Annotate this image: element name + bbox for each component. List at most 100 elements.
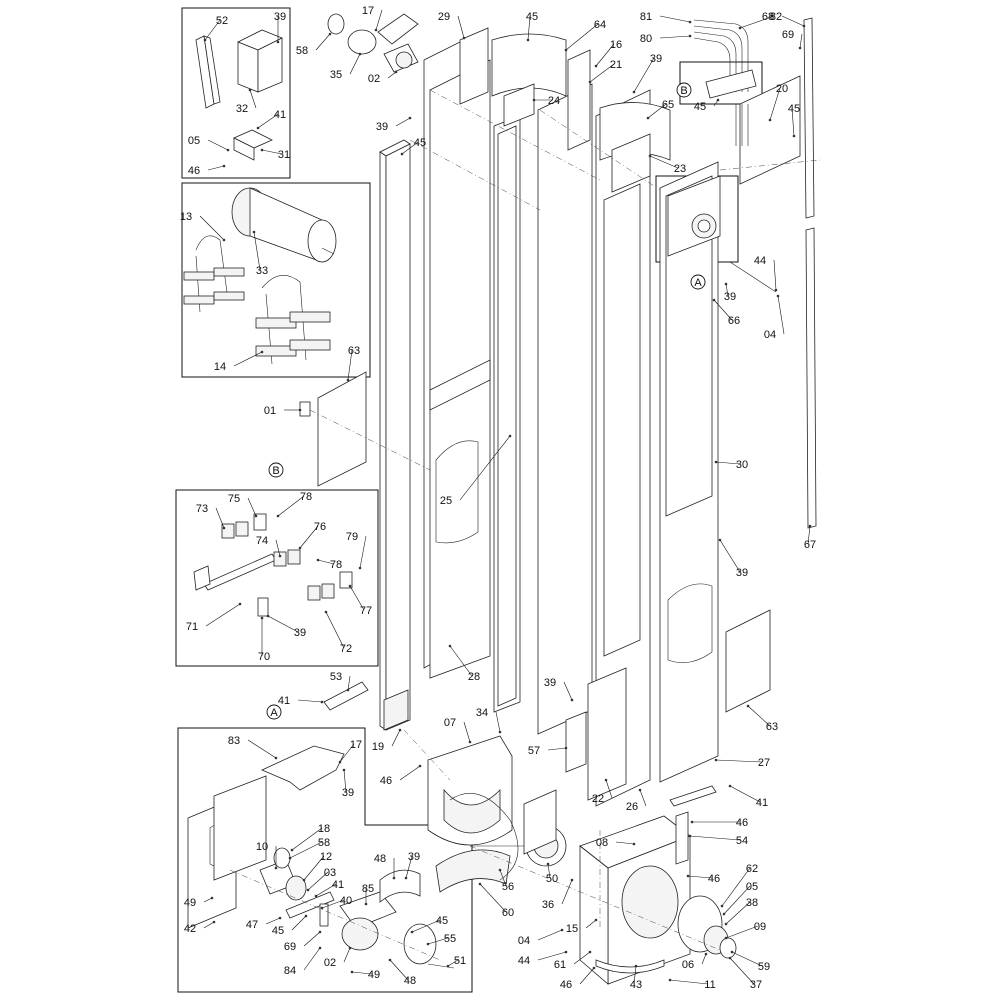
callout-leader-16	[595, 43, 615, 67]
callout-leader-46	[687, 875, 713, 879]
callout-leader-78	[277, 495, 305, 517]
callout-leader-72	[325, 611, 345, 649]
inset-a-mechanism-part	[667, 175, 721, 257]
callout-label-46: 46	[560, 979, 572, 991]
callout-label-02: 02	[368, 73, 380, 85]
callout-leader-75	[247, 497, 257, 517]
rail-67-part	[805, 227, 817, 529]
callout-label-39: 39	[724, 291, 736, 303]
callout-label-62: 62	[746, 863, 758, 875]
callout-leader-84	[303, 947, 321, 971]
enclosure-32-part	[237, 29, 283, 93]
callout-leader-45	[291, 915, 307, 931]
panel-22-part	[587, 667, 627, 801]
callout-dot-54	[688, 834, 692, 838]
callout-dot-17	[338, 760, 342, 764]
detail-marker-circle-A	[690, 274, 706, 290]
housing-85-part	[339, 891, 397, 951]
callout-dot-16	[594, 64, 598, 68]
callout-label-65: 65	[662, 99, 674, 111]
callout-leader-55	[427, 937, 449, 945]
callout-label-31: 31	[278, 149, 290, 161]
callout-label-51: 51	[454, 955, 466, 967]
callout-leader-73	[215, 507, 225, 529]
callout-label-79: 79	[346, 531, 358, 543]
callout-leader-63	[347, 349, 353, 381]
callout-label-71: 71	[186, 621, 198, 633]
callout-dot-41	[314, 894, 318, 898]
callout-label-63: 63	[348, 345, 360, 357]
callout-dot-66	[712, 298, 716, 302]
callout-dot-04	[776, 294, 780, 298]
callout-dot-44	[564, 950, 568, 954]
callout-dot-42	[212, 920, 216, 924]
callout-leader-21	[589, 63, 615, 83]
callout-leader-17	[339, 743, 355, 763]
callout-leader-39	[719, 539, 741, 573]
detail-box-chain	[181, 182, 371, 378]
callout-dot-31	[260, 148, 264, 152]
callout-leader-06	[701, 953, 707, 965]
callout-label-22: 22	[592, 793, 604, 805]
callout-dot-08	[632, 842, 636, 846]
callout-leader-58	[315, 33, 331, 51]
callout-label-30: 30	[736, 459, 748, 471]
callout-label-35: 35	[330, 69, 342, 81]
rail-68-part	[803, 17, 815, 219]
callout-dot-37	[728, 956, 732, 960]
column-19-part	[379, 139, 411, 731]
callout-dot-65	[646, 116, 650, 120]
disk-55-part	[403, 923, 437, 965]
callout-label-45: 45	[694, 101, 706, 113]
callout-dot-67	[808, 524, 812, 528]
callout-label-19: 19	[372, 741, 384, 753]
plate-23-part	[611, 133, 651, 193]
panel-29-part	[459, 27, 489, 105]
callout-leader-37	[729, 957, 755, 985]
callout-dot-69	[318, 930, 322, 934]
callout-label-73: 73	[196, 503, 208, 515]
callout-dot-48	[388, 958, 392, 962]
housing-08-part	[579, 815, 691, 985]
detail-marker-B: B	[680, 85, 687, 97]
clamps-73-part	[221, 521, 249, 539]
callout-dot-46	[592, 966, 596, 970]
callout-label-52: 52	[216, 15, 228, 27]
callout-leader-61	[573, 951, 591, 965]
callout-leader-45	[401, 141, 419, 155]
callout-dot-39	[724, 282, 728, 286]
callout-label-61: 61	[554, 959, 566, 971]
callout-dot-57	[564, 746, 568, 750]
column-26-part	[595, 89, 651, 807]
callout-dot-39	[570, 698, 574, 702]
callout-leader-36	[561, 879, 573, 905]
callout-dot-41	[320, 700, 324, 704]
callout-leader-50	[547, 863, 551, 879]
callout-dot-72	[324, 610, 328, 614]
panel-63-left-part	[317, 371, 367, 487]
callout-dot-83	[274, 756, 278, 760]
callout-dot-46	[686, 874, 690, 878]
frame-detail-a-part	[187, 775, 267, 929]
callout-leader-39	[267, 615, 299, 633]
callout-label-39: 39	[408, 851, 420, 863]
callout-leader-83	[247, 739, 277, 759]
callout-leader-80	[659, 35, 691, 39]
callout-dot-48	[392, 876, 396, 880]
callout-leader-69	[303, 931, 321, 947]
callout-label-05: 05	[746, 881, 758, 893]
callout-dot-05	[226, 148, 230, 152]
callout-label-85: 85	[362, 883, 374, 895]
callout-dot-14	[260, 350, 264, 354]
callout-leader-23	[649, 155, 679, 169]
callout-dot-84	[318, 946, 322, 950]
detail-box-top-left	[181, 7, 291, 179]
plate-24-part	[503, 83, 535, 127]
callout-leader-39	[395, 117, 411, 127]
callout-leader-49	[203, 897, 213, 903]
callout-leader-59	[731, 951, 763, 967]
callout-dot-12	[302, 878, 306, 882]
callout-label-69: 69	[782, 29, 794, 41]
callout-dot-25	[508, 434, 512, 438]
